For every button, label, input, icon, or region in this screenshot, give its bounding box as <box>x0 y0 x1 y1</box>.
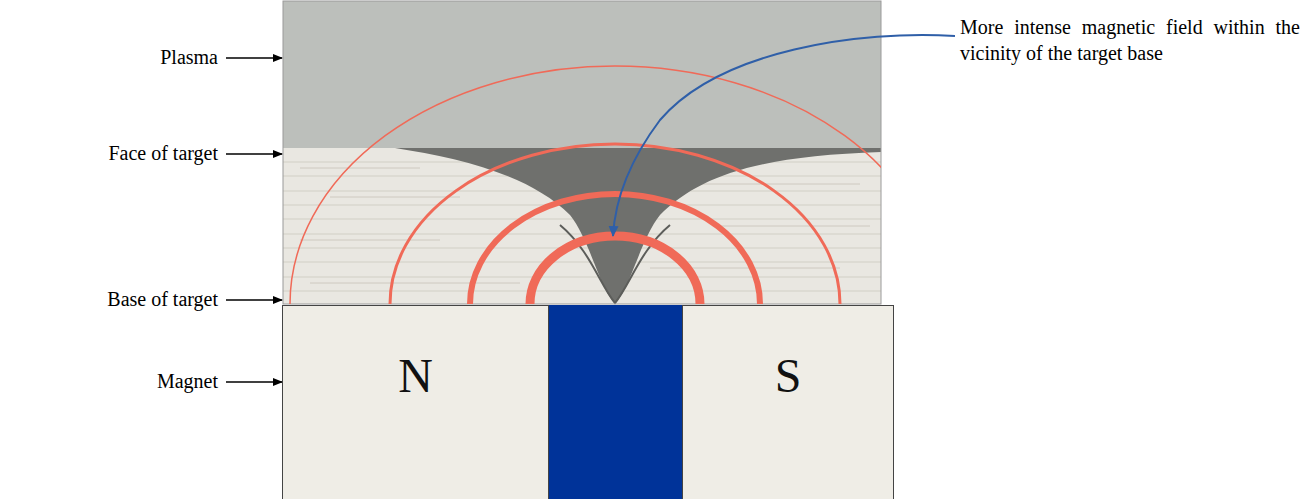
part-label: Plasma <box>160 44 218 70</box>
callout-note: More intense magnetic field within the v… <box>960 14 1300 66</box>
south-pole: S <box>682 305 894 499</box>
pole-letter: S <box>775 348 802 403</box>
north-pole: N <box>282 305 549 499</box>
part-label: Base of target <box>107 286 218 312</box>
part-label: Magnet <box>157 368 218 394</box>
pole-letter: N <box>398 348 433 403</box>
part-label: Face of target <box>108 140 218 166</box>
